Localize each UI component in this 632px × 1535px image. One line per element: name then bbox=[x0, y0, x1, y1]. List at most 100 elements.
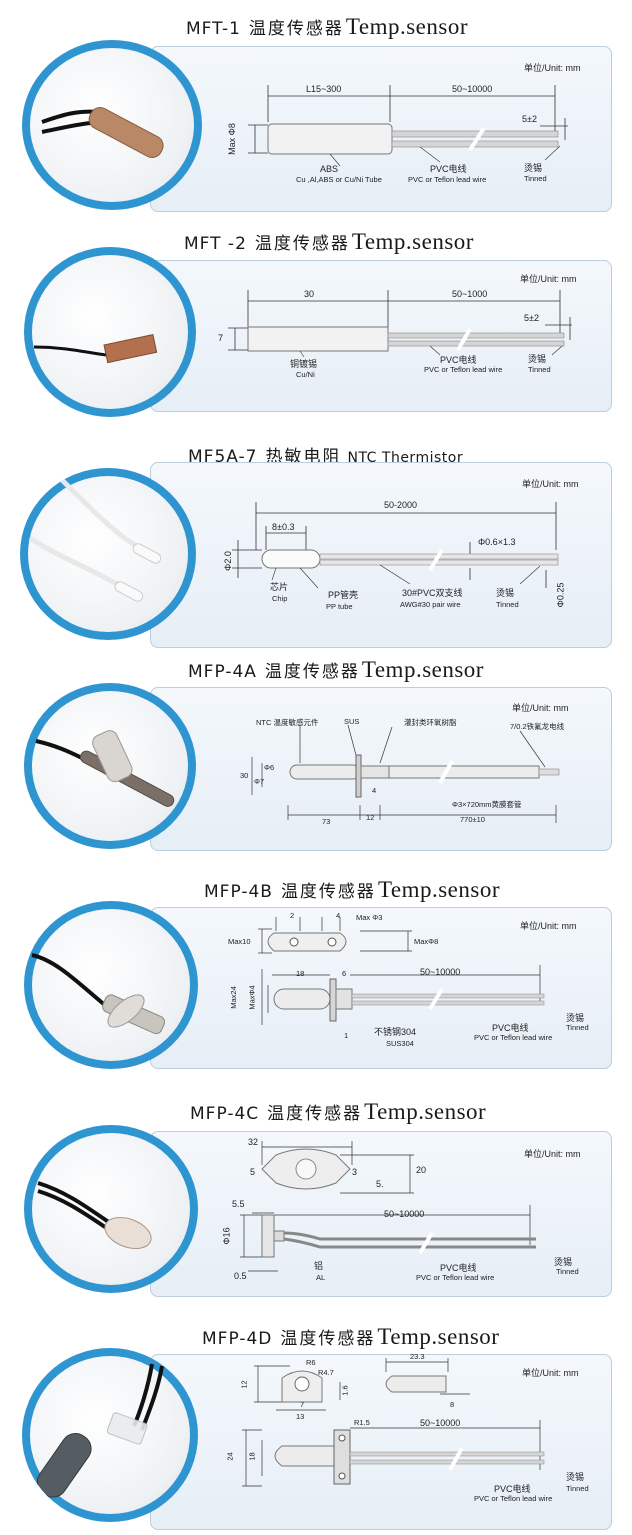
product-photo bbox=[24, 1125, 198, 1293]
tinned-en: Tinned bbox=[556, 1267, 579, 1276]
dim-diameter: 7 bbox=[218, 333, 224, 343]
dim-d5: 5. bbox=[376, 1179, 384, 1189]
tube-en: PP tube bbox=[326, 602, 353, 611]
sensor-photo-icon bbox=[35, 730, 175, 807]
steel-cn: 不锈钢304 bbox=[374, 1027, 417, 1037]
model-name: MFP-4D bbox=[202, 1329, 273, 1349]
dim-max4: MaxΦ4 bbox=[247, 985, 257, 1010]
dim-d4: 4 bbox=[372, 786, 377, 795]
dim-w233: 23.3 bbox=[410, 1352, 425, 1361]
dim-h5: 5 bbox=[250, 1167, 256, 1177]
dim-length-2: 50~10000 bbox=[452, 84, 493, 94]
dim-h24: 24 bbox=[225, 1452, 235, 1461]
dimension-drawing bbox=[251, 724, 560, 823]
dim-d16: Φ16 bbox=[221, 1227, 232, 1245]
dimension-drawing bbox=[232, 502, 559, 589]
steel-en: SUS304 bbox=[386, 1039, 414, 1048]
product-photo bbox=[24, 247, 196, 417]
wire-cn: PVC电线 bbox=[494, 1484, 531, 1494]
dim-r47: R4.7 bbox=[318, 1368, 334, 1377]
dim-d13: 13 bbox=[296, 1412, 305, 1421]
dim-h12: 12 bbox=[239, 1380, 249, 1389]
wire-cn: 30#PVC双支线 bbox=[402, 588, 463, 598]
unit-label: 单位/Unit: mm bbox=[524, 1149, 581, 1159]
dim-length-2: 50~1000 bbox=[452, 289, 488, 299]
tinned-cn: 烫锡 bbox=[528, 354, 547, 364]
wire-cn: PVC电线 bbox=[430, 164, 467, 174]
model-name: MFP-4B bbox=[204, 882, 273, 902]
dim-r15: R1.5 bbox=[354, 1418, 370, 1427]
dim-wire-diameter: Φ0.6×1.3 bbox=[478, 537, 516, 547]
chip-en: Chip bbox=[272, 594, 288, 603]
dim-d7: Φ7 bbox=[254, 777, 265, 786]
wire-cn: PVC电线 bbox=[492, 1023, 529, 1033]
dim-max8: MaxΦ8 bbox=[414, 937, 439, 946]
sensor-photo-icon bbox=[36, 1363, 164, 1498]
dim-l12: 12 bbox=[366, 813, 375, 822]
dim-length: 50-2000 bbox=[384, 500, 418, 510]
dim-d7: 7 bbox=[300, 1400, 305, 1409]
wire-en: PVC or Teflon lead wire bbox=[474, 1033, 553, 1042]
dim-head: 8±0.3 bbox=[272, 522, 295, 532]
title-en: Temp.sensor bbox=[351, 229, 474, 254]
unit-label: 单位/Unit: mm bbox=[520, 921, 577, 931]
dim-diameter: Φ2.0 bbox=[222, 551, 233, 571]
dim-tip: 5±2 bbox=[522, 114, 537, 124]
tinned-en: Tinned bbox=[496, 600, 519, 609]
dim-tip: 5±2 bbox=[524, 313, 539, 323]
dim-max24: Max24 bbox=[228, 986, 238, 1009]
wire-en: PVC or Teflon lead wire bbox=[408, 175, 487, 184]
unit-label: 单位/Unit: mm bbox=[524, 63, 581, 73]
wire-cn: PVC电线 bbox=[440, 355, 477, 365]
dim-h16: 1.6 bbox=[340, 1385, 350, 1396]
dim-length-1: 30 bbox=[304, 289, 315, 299]
model-name: MFP-4A bbox=[188, 662, 257, 682]
material-en: AL bbox=[316, 1273, 326, 1282]
dim-l6: 6 bbox=[342, 969, 347, 978]
epoxy-label: 灌封类环氧树脂 bbox=[404, 718, 457, 727]
dim-h20: 20 bbox=[416, 1165, 427, 1175]
tinned-en: Tinned bbox=[524, 174, 547, 183]
dimension-drawing bbox=[240, 1141, 536, 1272]
material-en: Cu ,Al,ABS or Cu/Ni Tube bbox=[296, 175, 382, 184]
product-photo bbox=[24, 901, 198, 1069]
dim-height: 30 bbox=[240, 771, 249, 780]
material-cn: 铜镀锡 bbox=[290, 359, 318, 369]
dim-max10: Max10 bbox=[228, 937, 251, 946]
wire-en: PVC or Teflon lead wire bbox=[424, 365, 503, 374]
wire-cn: PVC电线 bbox=[440, 1263, 477, 1273]
dim-one: 1 bbox=[344, 1031, 349, 1040]
dim-max3: Max Φ3 bbox=[356, 913, 383, 922]
dim-r6: R6 bbox=[306, 1358, 316, 1367]
title-cn: 温度传感器 bbox=[264, 662, 360, 682]
spec-panel bbox=[150, 907, 612, 1069]
tinned-en: Tinned bbox=[528, 365, 551, 374]
sensor-photo-icon bbox=[28, 476, 162, 602]
dim-length: 50~10000 bbox=[420, 967, 461, 977]
dim-two: 2 bbox=[290, 911, 295, 920]
sus-label: SUS bbox=[344, 717, 360, 726]
dimension-drawing bbox=[242, 1358, 545, 1487]
sensor-photo-icon bbox=[37, 1181, 152, 1250]
dim-l18: 18 bbox=[296, 969, 305, 978]
unit-label: 单位/Unit: mm bbox=[512, 703, 569, 713]
dim-four: 4 bbox=[336, 911, 341, 920]
dimension-drawing bbox=[248, 85, 568, 167]
wire-en: PVC or Teflon lead wire bbox=[416, 1273, 495, 1282]
material-cn: ABS bbox=[320, 164, 339, 174]
title-en: Temp.sensor bbox=[377, 877, 500, 902]
title-cn: 温度传感器 bbox=[267, 1104, 363, 1124]
tinned-en: Tinned bbox=[566, 1023, 589, 1032]
dim-d3: 3 bbox=[352, 1167, 358, 1177]
dim-length: 50~10000 bbox=[420, 1418, 461, 1428]
wire-en: AWG#30 pair wire bbox=[400, 600, 461, 609]
product-photo bbox=[24, 683, 196, 849]
product-photo bbox=[22, 40, 202, 210]
dim-length: 50~10000 bbox=[384, 1209, 425, 1219]
